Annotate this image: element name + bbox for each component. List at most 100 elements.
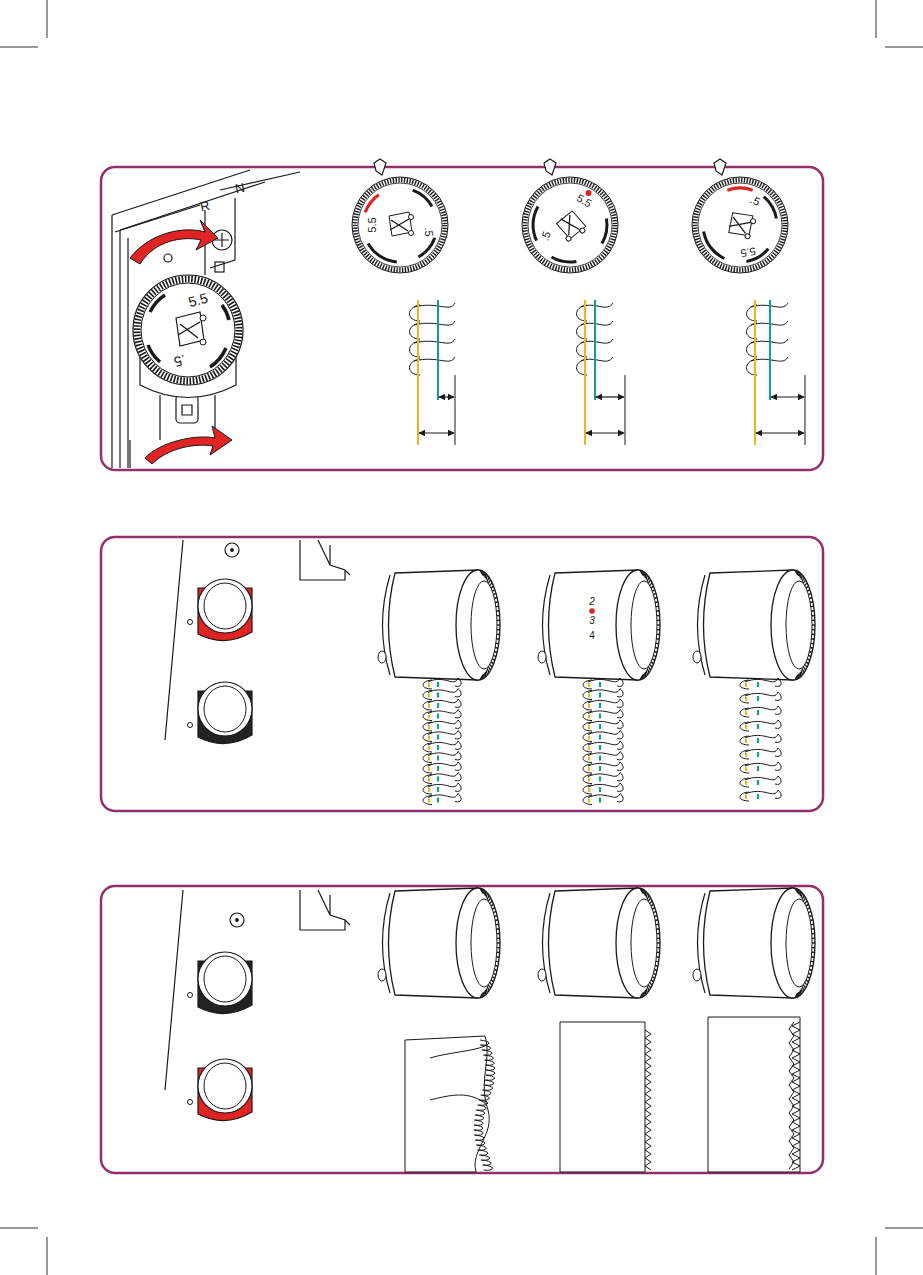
tension-knob bbox=[188, 952, 253, 1014]
drawing-part bbox=[456, 570, 500, 680]
drawing-part bbox=[428, 715, 430, 719]
drawing-part bbox=[745, 678, 778, 682]
drawing-part bbox=[414, 339, 455, 343]
panel-frames bbox=[101, 167, 823, 1173]
drawing-part bbox=[602, 219, 607, 244]
drawing-part bbox=[646, 893, 647, 898]
drawing-part bbox=[198, 1059, 252, 1113]
drawing-part bbox=[617, 710, 623, 718]
drawing-part bbox=[775, 762, 781, 770]
drawing-part bbox=[455, 720, 461, 728]
tension-knob-detail bbox=[693, 888, 815, 998]
drawing-part bbox=[588, 741, 620, 745]
stitch-width-diagram bbox=[747, 300, 806, 445]
drawing-part bbox=[726, 209, 756, 239]
drawing-part bbox=[757, 710, 759, 715]
drawing-part bbox=[599, 756, 601, 761]
drawing-part bbox=[414, 357, 455, 361]
drawing-part bbox=[599, 693, 601, 698]
drawing-part bbox=[745, 753, 747, 757]
drawing-part bbox=[745, 683, 747, 687]
tension-knob-detail bbox=[538, 570, 660, 680]
wavy-edge bbox=[486, 1070, 495, 1075]
wavy-edge bbox=[482, 1160, 491, 1165]
machine-front bbox=[165, 540, 350, 740]
drawing-part bbox=[745, 706, 778, 710]
drawing-part bbox=[588, 773, 620, 777]
drawing-part bbox=[533, 207, 538, 241]
wavy-edge bbox=[486, 1075, 495, 1080]
drawing-part bbox=[594, 300, 596, 400]
stitch-width-diagram bbox=[577, 300, 626, 445]
drawing-part bbox=[428, 788, 430, 792]
drawing-part bbox=[640, 888, 643, 893]
drawing-part bbox=[588, 710, 620, 714]
drawing-part bbox=[437, 300, 439, 400]
dial-setting bbox=[352, 159, 448, 273]
drawing-part bbox=[198, 952, 252, 1006]
drawing-part bbox=[616, 888, 660, 998]
drawing-part bbox=[599, 724, 601, 729]
drawing-part bbox=[428, 762, 458, 766]
drawing-part bbox=[625, 375, 626, 445]
wavy-edge bbox=[477, 1145, 486, 1150]
wavy-edge bbox=[475, 1135, 484, 1140]
drawing-part bbox=[786, 581, 812, 669]
drawing-part bbox=[745, 776, 778, 780]
dial-number: 5.5 bbox=[367, 217, 378, 232]
drawing-part bbox=[486, 988, 487, 993]
drawing-part bbox=[800, 891, 802, 896]
drawing-part bbox=[487, 895, 489, 899]
wavy-edge bbox=[482, 1090, 491, 1095]
drawing-part bbox=[800, 573, 802, 578]
drawing-part bbox=[428, 741, 458, 745]
drawing-part bbox=[588, 783, 620, 787]
drawing-part bbox=[528, 183, 612, 267]
drawing-part bbox=[775, 706, 781, 714]
drawing-part bbox=[390, 219, 409, 231]
drawing-part bbox=[485, 573, 487, 578]
drawing-part bbox=[771, 570, 815, 680]
drawing-part bbox=[645, 891, 647, 896]
balanced-edge bbox=[645, 1030, 651, 1170]
wavy-edge bbox=[477, 1105, 486, 1110]
drawing-part bbox=[775, 776, 781, 784]
drawing-part bbox=[428, 694, 430, 698]
drawing-part bbox=[525, 180, 615, 270]
drawing-part bbox=[204, 686, 246, 732]
drawing-part bbox=[455, 752, 461, 760]
setting-mark bbox=[727, 188, 752, 190]
drawing-part bbox=[645, 573, 647, 578]
setting-dot bbox=[589, 608, 595, 614]
drawing-part bbox=[757, 766, 759, 771]
drawing-part bbox=[795, 888, 798, 893]
drawing-part bbox=[428, 683, 430, 687]
cutter-symbol bbox=[555, 209, 588, 242]
drawing-part bbox=[455, 678, 461, 686]
tension-stitch bbox=[740, 678, 781, 801]
drawing-part bbox=[437, 735, 439, 740]
drawing-part bbox=[355, 180, 445, 270]
drawing-part bbox=[616, 570, 660, 680]
drawing-part bbox=[588, 731, 620, 735]
drawing-part bbox=[437, 724, 439, 729]
drawing-part bbox=[775, 692, 781, 700]
drawing-part bbox=[486, 670, 487, 675]
drawing-part bbox=[358, 183, 442, 267]
drawing-part bbox=[486, 893, 487, 898]
drawing-part bbox=[795, 675, 798, 680]
knob-number: 4 bbox=[589, 631, 595, 641]
drawing-part bbox=[428, 710, 458, 714]
tension-knob-detail bbox=[693, 570, 815, 680]
wavy-edge bbox=[474, 1120, 483, 1125]
drawing-part bbox=[757, 724, 759, 729]
drawing-part bbox=[795, 570, 798, 575]
drawing-part bbox=[409, 215, 414, 220]
drawing-part bbox=[437, 798, 439, 803]
drawing-part bbox=[588, 778, 590, 782]
drawing-part bbox=[188, 993, 193, 998]
drawing-part bbox=[599, 714, 601, 719]
drawing-part bbox=[428, 731, 458, 735]
drawing-part bbox=[437, 745, 439, 750]
drawing-part bbox=[439, 396, 454, 397]
